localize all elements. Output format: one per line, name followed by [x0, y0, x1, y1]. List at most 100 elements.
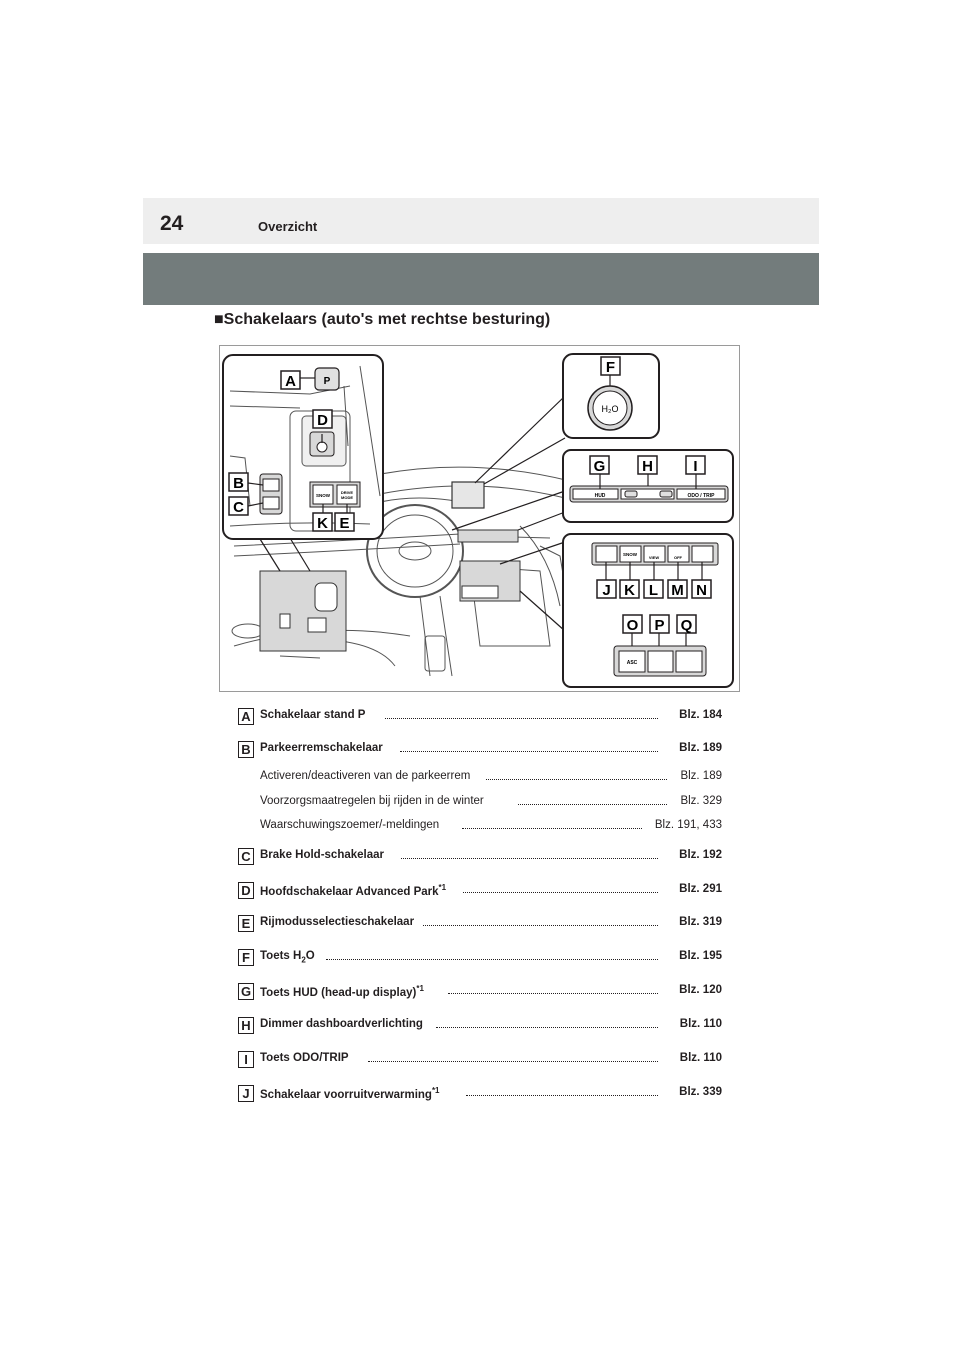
page-number: 24: [160, 212, 184, 235]
hud-button-label: HUD: [595, 493, 606, 499]
index-label: Toets H2O: [260, 950, 315, 965]
view-label: VIEW: [649, 555, 659, 560]
page-reference[interactable]: Blz. 189: [679, 742, 722, 754]
index-label: Schakelaar stand P: [260, 709, 366, 721]
p-button-label: P: [324, 376, 331, 387]
index-letter: A: [238, 708, 254, 725]
callout-H: H: [637, 455, 658, 475]
odo-trip-label: ODO / TRIP: [688, 493, 716, 499]
page-reference[interactable]: Blz. 120: [679, 984, 722, 996]
chapter-title: Overzicht: [258, 219, 318, 234]
svg-text:F: F: [606, 359, 615, 376]
snow-label-small: SNOW: [316, 493, 331, 498]
dashboard-drawing: P SNOW DRIVE MODE H₂O HUD ODO / TRIP: [222, 353, 734, 688]
callout-L: L: [643, 579, 664, 599]
page-reference[interactable]: Blz. 192: [679, 849, 722, 861]
callout-K-right: K: [619, 579, 640, 599]
callout-D: D: [312, 409, 333, 429]
callout-O: O: [622, 614, 643, 634]
index-row-c: C Brake Hold-schakelaar Blz. 192: [238, 848, 722, 867]
index-letter: J: [238, 1085, 254, 1102]
page-reference[interactable]: Blz. 339: [679, 1086, 722, 1098]
asc-label: ASC: [627, 660, 638, 666]
callout-F: F: [600, 356, 621, 376]
svg-text:C: C: [233, 499, 244, 516]
svg-text:B: B: [233, 475, 244, 492]
callout-G: G: [589, 455, 610, 475]
svg-text:H: H: [642, 458, 653, 475]
h2o-button-label: H₂O: [602, 404, 619, 414]
page-reference[interactable]: Blz. 110: [679, 1018, 722, 1030]
svg-text:Q: Q: [681, 617, 693, 634]
section-title: Schakelaars (auto's met rechtse besturin…: [223, 311, 551, 328]
svg-text:G: G: [594, 458, 606, 475]
index-label: Hoofdschakelaar Advanced Park*1: [260, 883, 447, 898]
svg-text:O: O: [627, 617, 639, 634]
switches-illustration: P SNOW DRIVE MODE H₂O HUD ODO / TRIP: [219, 345, 740, 692]
index-subrow: Activeren/deactiveren van de parkeerrem …: [260, 770, 722, 786]
section-band: [143, 253, 819, 305]
callout-I: I: [685, 455, 706, 475]
callout-N: N: [691, 579, 712, 599]
index-letter: I: [238, 1051, 254, 1068]
header-bar: [143, 198, 819, 244]
callout-P: P: [649, 614, 670, 634]
svg-text:P: P: [654, 617, 664, 634]
callout-B: B: [228, 472, 249, 492]
page-reference[interactable]: Blz. 189: [680, 770, 722, 782]
index-label: Brake Hold-schakelaar: [260, 849, 385, 861]
svg-text:MODE: MODE: [341, 495, 353, 500]
index-label: Toets ODO/TRIP: [260, 1052, 349, 1064]
page-reference[interactable]: Blz. 191, 433: [654, 819, 722, 831]
callout-E: E: [334, 512, 355, 532]
svg-text:I: I: [693, 458, 697, 475]
index-letter: G: [238, 983, 254, 1000]
svg-text:E: E: [339, 515, 349, 532]
index-letter: D: [238, 882, 254, 899]
svg-text:J: J: [602, 582, 610, 599]
page-reference[interactable]: Blz. 184: [679, 709, 722, 721]
sub-label: Voorzorgsmaatregelen bij rijden in de wi…: [260, 795, 484, 807]
svg-text:K: K: [624, 582, 635, 599]
index-row-g: G Toets HUD (head-up display)*1 Blz. 120: [238, 983, 722, 1002]
svg-text:D: D: [317, 412, 328, 429]
page-reference[interactable]: Blz. 329: [680, 795, 722, 807]
index-row-j: J Schakelaar voorruitverwarming*1 Blz. 3…: [238, 1085, 722, 1104]
callout-M: M: [667, 579, 688, 599]
index-row-a: A Schakelaar stand P Blz. 184: [238, 708, 722, 727]
svg-text:K: K: [317, 515, 328, 532]
page-reference[interactable]: Blz. 110: [679, 1052, 722, 1064]
index-row-b: B Parkeerremschakelaar Blz. 189: [238, 741, 722, 760]
svg-text:N: N: [696, 582, 707, 599]
index-letter: H: [238, 1017, 254, 1034]
callout-Q: Q: [676, 614, 697, 634]
index-letter: C: [238, 848, 254, 865]
sub-label: Waarschuwingszoemer/-meldingen: [260, 819, 440, 831]
svg-text:M: M: [671, 582, 684, 599]
index-letter: B: [238, 741, 254, 758]
callout-K-left: K: [312, 512, 333, 532]
off-label: OFF: [674, 555, 683, 560]
page-reference[interactable]: Blz. 319: [679, 916, 722, 928]
index-letter: E: [238, 915, 254, 932]
index-label: Toets HUD (head-up display)*1: [260, 984, 424, 999]
page-reference[interactable]: Blz. 195: [679, 950, 722, 962]
section-bullet: ■: [214, 311, 224, 328]
index-row-f: F Toets H2O Blz. 195: [238, 949, 722, 968]
index-label: Schakelaar voorruitverwarming*1: [260, 1086, 440, 1101]
index-label: Parkeerremschakelaar: [260, 742, 383, 754]
index-label: Dimmer dashboardverlichting: [260, 1018, 423, 1030]
index-row-h: H Dimmer dashboardverlichting Blz. 110: [238, 1017, 722, 1036]
callout-C: C: [228, 496, 249, 516]
snow-label: SNOW: [623, 552, 638, 557]
svg-text:DRIVE: DRIVE: [341, 490, 354, 495]
callout-A: A: [280, 370, 301, 390]
section-heading: ■Schakelaars (auto's met rechtse besturi…: [214, 311, 550, 329]
index-label: Rijmodusselectieschakelaar: [260, 916, 415, 928]
index-subrow: Voorzorgsmaatregelen bij rijden in de wi…: [260, 795, 722, 811]
sub-label: Activeren/deactiveren van de parkeerrem: [260, 770, 471, 782]
svg-text:L: L: [649, 582, 658, 599]
page-reference[interactable]: Blz. 291: [679, 883, 722, 895]
svg-text:A: A: [285, 373, 296, 390]
index-subrow: Waarschuwingszoemer/-meldingen Blz. 191,…: [260, 819, 722, 835]
